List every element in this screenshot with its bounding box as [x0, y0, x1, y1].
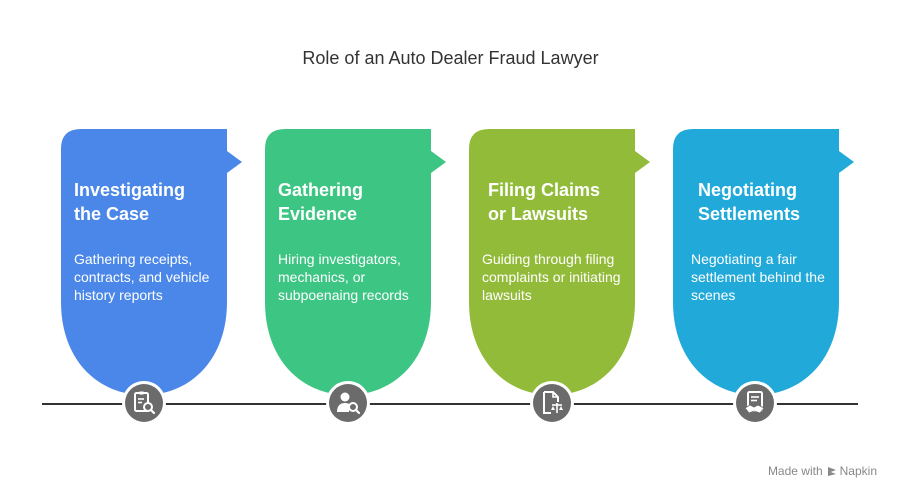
icon-part	[340, 392, 350, 402]
icon-part	[354, 408, 361, 415]
diagram-title: Role of an Auto Dealer Fraud Lawyer	[302, 48, 599, 68]
step-description: Hiring investigators, mechanics, or subp…	[278, 251, 409, 303]
credit-prefix: Made with	[767, 464, 823, 478]
card-shape	[673, 129, 854, 395]
step-card-negotiating: Negotiating Settlements Negotiating a fa…	[673, 129, 854, 395]
step-description: Gathering receipts, contracts, and vehic…	[74, 251, 210, 303]
handshake-document-icon	[733, 381, 777, 425]
document-search-icon-glyph	[134, 391, 156, 415]
icon-part	[348, 402, 358, 412]
icon-part	[543, 392, 551, 414]
icon-part	[744, 404, 765, 414]
made-with-credit: Made with Napkin	[768, 464, 877, 478]
card-shape-path	[469, 129, 650, 395]
card-shape	[265, 129, 446, 395]
step-card-investigating: Investigating the Case Gathering receipt…	[61, 129, 242, 395]
card-shape-path	[673, 129, 854, 395]
icon-part	[551, 406, 555, 410]
icon-part	[544, 391, 559, 402]
person-search-icon	[326, 381, 370, 425]
napkin-logo-icon	[827, 467, 836, 476]
icon-part	[559, 406, 563, 410]
icon-part	[827, 467, 836, 476]
icon-part	[139, 391, 144, 395]
timeline-line	[42, 403, 858, 405]
card-shape-path	[265, 129, 446, 395]
legal-document-icon	[530, 381, 574, 425]
card-shape	[61, 129, 242, 395]
step-card-filing: Filing Claims or Lawsuits Guiding throug…	[469, 129, 650, 395]
step-heading: Filing Claims or Lawsuits	[488, 180, 601, 224]
step-heading: Investigating the Case	[74, 180, 186, 224]
step-description: Guiding through filing complaints or ini…	[482, 251, 621, 303]
icon-part	[143, 402, 153, 412]
icon-part	[149, 408, 156, 415]
icon-part	[337, 403, 350, 412]
icon-badge	[533, 384, 571, 422]
step-description: Negotiating a fair settlement behind the…	[691, 251, 825, 303]
credit-brand: Napkin	[839, 464, 877, 478]
step-heading: Negotiating Settlements	[698, 180, 801, 224]
legal-document-icon-glyph	[543, 391, 563, 414]
card-shape	[469, 129, 650, 395]
step-card-gathering: Gathering Evidence Hiring investigators,…	[265, 129, 446, 395]
icon-badge	[736, 384, 774, 422]
icon-badge	[125, 384, 163, 422]
handshake-document-icon-glyph	[744, 391, 765, 414]
person-search-icon-glyph	[337, 392, 361, 415]
icon-badge	[329, 384, 367, 422]
card-shape-path	[61, 129, 242, 395]
step-heading: Gathering Evidence	[278, 180, 364, 224]
document-search-icon	[122, 381, 166, 425]
icon-part	[552, 392, 558, 398]
